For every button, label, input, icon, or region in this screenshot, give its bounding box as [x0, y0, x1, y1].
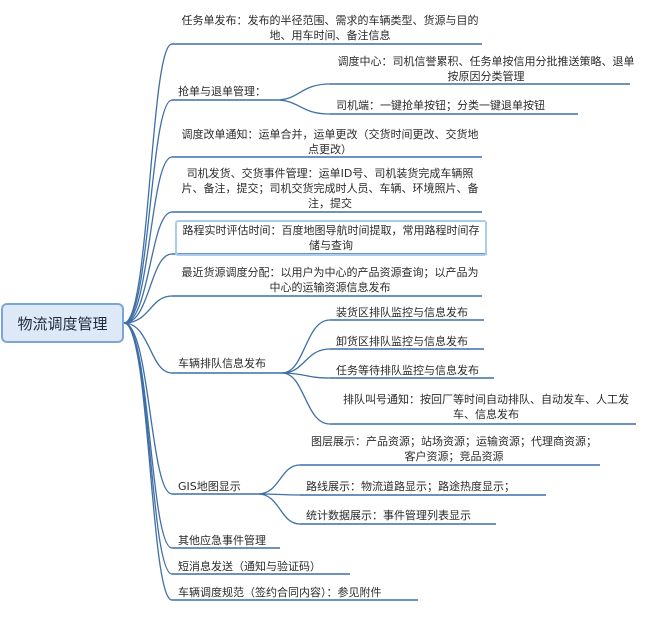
- connector-root-branch: [123, 322, 173, 495]
- child-dispatch-center[interactable]: 调度中心：司机信誉累积、任务单按信用分批推送策略、退单按原因分类管理: [336, 54, 636, 84]
- connector-root-branch: [123, 322, 173, 374]
- child-loading-queue[interactable]: 装货区排队监控与信息发布: [336, 305, 496, 320]
- branch-label: 任务单发布：发布的半径范围、需求的车辆类型、货源与目的地、用车时间、备注信息: [181, 14, 479, 42]
- branch-label: 司机发货、交货事件管理：运单ID号、司机装货完成车辆照片、备注，提交；司机交货完…: [181, 167, 479, 210]
- branch-label: 路程实时评估时间：百度地图导航时间提取，常用路程时间存储与查询: [182, 224, 480, 252]
- branch-label: 短消息发送（通知与验证码）: [178, 560, 321, 573]
- connector-branch-child: [281, 319, 331, 374]
- child-label: 图层展示：产品资源；站场资源；运输资源；代理商资源；客户资源；竞品资源: [311, 435, 597, 463]
- child-label: 调度中心：司机信誉累积、任务单按信用分批推送策略、退单按原因分类管理: [337, 55, 635, 83]
- connector-branch-child: [275, 99, 331, 115]
- branch-label: GIS地图显示: [178, 480, 241, 493]
- branch-label: 抢单与退单管理：: [178, 85, 266, 98]
- branch-label: 车辆调度规范（签约合同内容）：参见附件: [178, 586, 382, 599]
- root-node[interactable]: 物流调度管理: [1, 303, 124, 343]
- child-label: 司机端：一键抢单按钮；分类一键退单按钮: [336, 99, 545, 112]
- branch-label: 其他应急事件管理: [178, 534, 266, 547]
- branch-change-notice[interactable]: 调度改单通知：运单合并，运单更改（交货时间更改、交货地点更改）: [178, 127, 482, 157]
- child-label: 任务等待排队监控与信息发布: [336, 364, 479, 377]
- connector-branch-child: [275, 83, 331, 101]
- root-label: 物流调度管理: [17, 314, 108, 333]
- branch-queue-publish[interactable]: 车辆排队信息发布: [178, 356, 282, 371]
- connector-branch-child: [281, 372, 331, 425]
- child-route-display[interactable]: 路线展示：物流道路显示；路途热度显示；: [306, 479, 546, 494]
- branch-label: 调度改单通知：运单合并，运单更改（交货时间更改、交货地点更改）: [181, 128, 479, 156]
- branch-label: 车辆排队信息发布: [178, 357, 266, 370]
- branch-gis-map[interactable]: GIS地图显示: [178, 479, 258, 494]
- connector-root-branch: [123, 211, 173, 324]
- child-stats-display[interactable]: 统计数据展示：事件管理列表显示: [306, 508, 506, 523]
- connector-branch-child: [281, 372, 331, 379]
- branch-route-eval[interactable]: 路程实时评估时间：百度地图导航时间提取，常用路程时间存储与查询: [175, 220, 487, 256]
- branch-delivery-events[interactable]: 司机发货、交货事件管理：运单ID号、司机装货完成车辆照片、备注，提交；司机交货完…: [178, 166, 482, 211]
- child-layer-display[interactable]: 图层展示：产品资源；站场资源；运输资源；代理商资源；客户资源；竞品资源: [306, 434, 602, 464]
- child-label: 排队叫号通知：按回厂等时间自动排队、自动发车、人工发车、信息发布: [343, 393, 629, 421]
- child-task-wait-queue[interactable]: 任务等待排队监控与信息发布: [336, 363, 506, 378]
- child-driver-app[interactable]: 司机端：一键抢单按钮；分类一键退单按钮: [336, 98, 576, 113]
- branch-label: 最近货源调度分配：以用户为中心的产品资源查询；以产品为中心的运输资源信息发布: [181, 266, 479, 294]
- child-unloading-queue[interactable]: 卸货区排队监控与信息发布: [336, 334, 496, 349]
- connector-root-branch: [123, 156, 173, 324]
- child-label: 统计数据展示：事件管理列表显示: [306, 509, 471, 522]
- connector-branch-child: [257, 493, 301, 525]
- connector-branch-child: [281, 348, 331, 374]
- child-label: 路线展示：物流道路显示；路途热度显示；: [306, 480, 515, 493]
- branch-sms[interactable]: 短消息发送（通知与验证码）: [178, 559, 348, 574]
- branch-dispatch-spec[interactable]: 车辆调度规范（签约合同内容）：参见附件: [178, 585, 418, 600]
- connector-root-branch: [123, 99, 173, 324]
- connector-root-branch: [123, 253, 173, 324]
- connector-root-branch: [123, 43, 173, 324]
- branch-nearest-source[interactable]: 最近货源调度分配：以用户为中心的产品资源查询；以产品为中心的运输资源信息发布: [178, 265, 482, 295]
- connector-root-branch: [123, 322, 173, 601]
- child-label: 卸货区排队监控与信息发布: [336, 335, 468, 348]
- connector-branch-child: [257, 464, 301, 495]
- child-label: 装货区排队监控与信息发布: [336, 306, 468, 319]
- branch-grab-return[interactable]: 抢单与退单管理：: [178, 84, 274, 99]
- branch-task-publish[interactable]: 任务单发布：发布的半径范围、需求的车辆类型、货源与目的地、用车时间、备注信息: [178, 13, 482, 43]
- branch-emergency[interactable]: 其他应急事件管理: [178, 533, 288, 548]
- child-queue-call[interactable]: 排队叫号通知：按回厂等时间自动排队、自动发车、人工发车、信息发布: [336, 392, 636, 422]
- connector-root-branch: [123, 295, 173, 324]
